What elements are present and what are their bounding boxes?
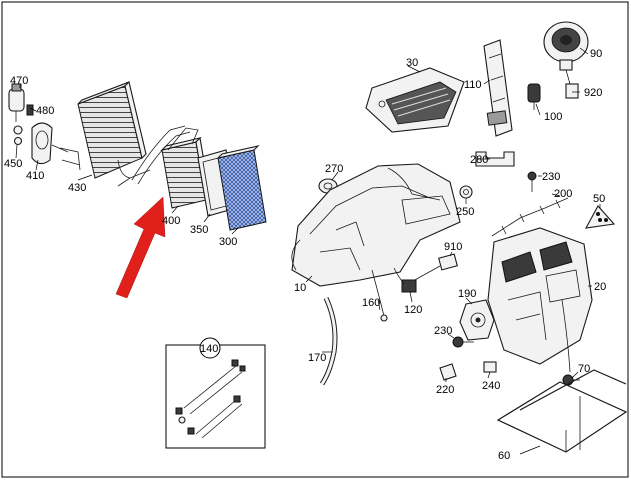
part-120-actuator <box>393 267 417 293</box>
part-910-connector <box>403 253 458 287</box>
part-230-screw-lower <box>452 336 474 348</box>
callout-230-upper: 230 <box>542 171 560 183</box>
part-410-bracket <box>31 122 69 165</box>
callout-110: 110 <box>464 79 482 91</box>
callout-480: 480 <box>36 105 54 117</box>
part-70-screw <box>562 374 580 386</box>
callout-920: 920 <box>584 87 602 99</box>
part-50-sensor <box>584 205 616 229</box>
callout-300: 300 <box>219 236 237 248</box>
part-220-clip <box>439 363 457 381</box>
callout-270: 270 <box>325 163 343 175</box>
callout-450: 450 <box>4 158 22 170</box>
callout-280: 280 <box>470 154 488 166</box>
callout-90: 90 <box>590 48 602 60</box>
callout-470: 470 <box>10 75 28 87</box>
callout-240: 240 <box>482 380 500 392</box>
part-30-control-module <box>365 67 465 133</box>
callout-140-label: 140 <box>200 343 218 355</box>
callout-30: 30 <box>406 57 418 69</box>
callout-910: 910 <box>444 241 462 253</box>
part-60-seal-mat <box>496 369 628 453</box>
callout-160: 160 <box>362 297 380 309</box>
callout-400: 400 <box>162 215 180 227</box>
part-100-sensor <box>527 83 541 110</box>
callout-140-circle <box>199 337 221 359</box>
callout-430: 430 <box>68 182 86 194</box>
callout-220: 220 <box>436 384 454 396</box>
callout-250: 250 <box>456 206 474 218</box>
part-190-servo-motor <box>459 299 495 341</box>
callout-410: 410 <box>26 170 44 182</box>
part-920-resistor <box>565 83 579 99</box>
callout-120: 120 <box>404 304 422 316</box>
part-90-blower-motor <box>543 21 589 85</box>
part-280-clip <box>475 151 515 167</box>
callout-200: 200 <box>554 188 572 200</box>
part-250-gasket <box>459 185 473 199</box>
leader-lines <box>15 47 601 455</box>
callout-100: 100 <box>544 111 562 123</box>
part-200-wiring-harness <box>491 197 569 237</box>
part-110-air-duct <box>483 39 513 137</box>
part-430-evaporator <box>59 80 151 179</box>
part-450-seal <box>13 125 23 146</box>
callout-350: 350 <box>190 224 208 236</box>
part-480-clip <box>26 104 34 116</box>
part-170-drain-tube <box>319 296 338 386</box>
inset-140-cable-set <box>165 344 266 449</box>
pipe-assembly <box>117 125 191 187</box>
callout-50: 50 <box>593 193 605 205</box>
callout-170: 170 <box>308 352 326 364</box>
part-470-expansion-valve <box>8 83 25 122</box>
callout-10: 10 <box>294 282 306 294</box>
part-20-distribution-housing <box>487 227 593 373</box>
callout-190: 190 <box>458 288 476 300</box>
callout-70: 70 <box>578 363 590 375</box>
callout-60: 60 <box>498 450 510 462</box>
part-230-screw <box>527 171 537 192</box>
part-300-cabin-filter <box>216 145 267 231</box>
callout-230-lower: 230 <box>434 325 452 337</box>
part-160-drain-hose <box>371 269 388 322</box>
callout-20: 20 <box>594 281 606 293</box>
part-10-hvac-housing <box>291 163 461 287</box>
red-arrow-pointer-icon <box>115 196 166 299</box>
part-240-bracket <box>483 361 497 373</box>
